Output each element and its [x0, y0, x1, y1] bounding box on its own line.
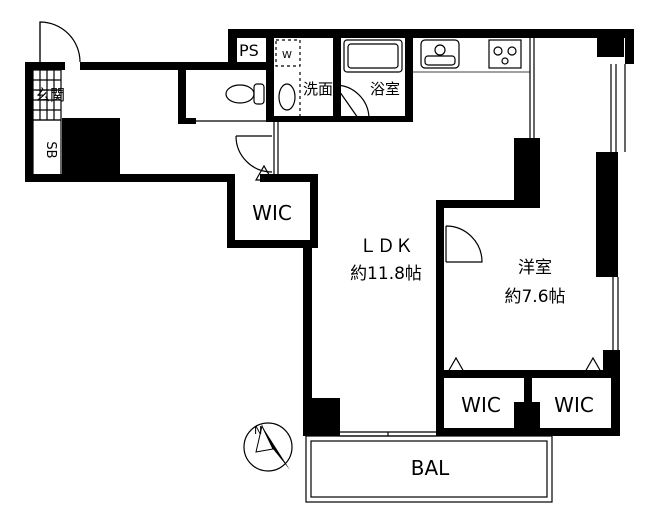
compass-north-label: N — [254, 424, 262, 437]
compass-ring — [243, 422, 293, 472]
wall-entrance-bottom — [25, 174, 235, 182]
labels: PS W 洗面 浴室 玄関 SB WIC ＬＤＫ 約11.8帖 洋室 約7.6帖… — [35, 41, 594, 480]
entrance-door — [39, 21, 81, 63]
wall-partition-post — [514, 138, 540, 206]
shoe-box — [32, 119, 62, 177]
hall-door — [235, 135, 273, 173]
wall-bath-bottom — [335, 116, 413, 122]
wall-service-left — [228, 29, 237, 67]
stove — [488, 39, 522, 69]
wall-wic-left-left — [227, 174, 235, 246]
label-western-name: 洋室 — [518, 258, 552, 278]
wall-right-lower — [611, 350, 620, 436]
wall-toilet-top — [178, 62, 274, 70]
wall-post-top-right — [597, 35, 624, 57]
label-wic-left: WIC — [252, 201, 292, 225]
label-wic-bottom-left: WIC — [461, 393, 501, 417]
wall-ldk-bottom-post — [308, 398, 340, 436]
walls — [25, 29, 634, 436]
wall-wic-left-top — [260, 174, 318, 182]
wall-entrance-top — [25, 62, 65, 70]
compass: N — [243, 422, 293, 472]
toilet-bowl — [225, 84, 255, 104]
label-shoe-box: SB — [43, 141, 58, 158]
washbasin — [278, 83, 296, 111]
kitchen-sink — [420, 39, 460, 69]
wall-right-middle — [596, 152, 618, 277]
label-ldk-size: 約11.8帖 — [350, 264, 422, 284]
wall-partition-top — [436, 200, 540, 208]
label-balcony: BAL — [411, 456, 450, 480]
wall-bottom — [436, 428, 620, 436]
wall-top — [228, 29, 634, 38]
wall-wic-left-right — [310, 174, 318, 248]
wall-wic-bottom-mid-thin — [524, 370, 532, 410]
label-western-size: 約7.6帖 — [504, 287, 565, 307]
label-ldk-name: ＬＤＫ — [359, 236, 413, 257]
balcony — [305, 435, 553, 503]
wall-ps-right — [266, 35, 274, 65]
label-washer: W — [282, 50, 292, 61]
label-wic-bottom-right: WIC — [554, 393, 594, 417]
wall-wash-bottom — [274, 116, 334, 122]
wall-wic-left-bottom — [227, 240, 309, 248]
wall-bath-right — [405, 35, 413, 122]
thin-lines — [196, 38, 626, 437]
toilet-tank — [253, 83, 265, 105]
label-washroom: 洗面 — [303, 80, 333, 98]
label-entrance: 玄関 — [35, 86, 65, 104]
wall-right-lower-post — [603, 350, 620, 376]
wall-ldk-left — [303, 240, 312, 436]
wall-entrance-left — [25, 62, 33, 180]
wall-right-upper — [625, 29, 634, 64]
wall-partition-left — [436, 200, 444, 436]
label-bathroom: 浴室 — [370, 80, 400, 98]
wall-hall-post — [62, 118, 120, 176]
fixtures — [32, 21, 603, 373]
wall-toilet-right — [266, 62, 274, 122]
washer-box — [275, 39, 301, 67]
wall-toilet-bottom — [178, 118, 196, 124]
western-door — [445, 225, 483, 263]
wall-toilet-left — [178, 62, 186, 122]
bathtub — [343, 39, 403, 73]
label-ps: PS — [239, 41, 259, 60]
wall-wash-right — [333, 35, 341, 122]
wall-entrance-top-right — [80, 62, 180, 70]
compass-needle-icon — [262, 426, 290, 470]
